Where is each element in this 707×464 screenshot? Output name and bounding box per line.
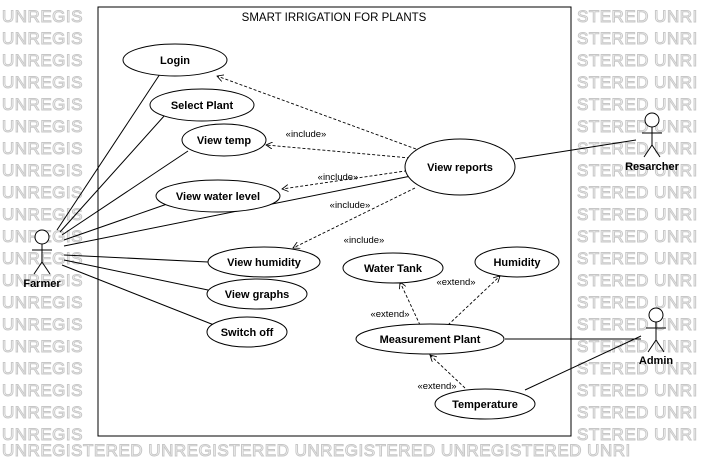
dep-measurement-water-tank: [400, 282, 421, 326]
assoc-farmer-view-humidity: [63, 254, 209, 263]
dep-view-reports-login: [217, 76, 417, 150]
assoc-farmer-view-graphs: [63, 259, 209, 291]
actor-admin-leg-left: [647, 339, 657, 353]
use-case-humidity-label: Humidity: [493, 257, 541, 269]
dep-view-reports-view-water-level: [282, 169, 413, 189]
actor-admin[interactable]: [646, 307, 666, 353]
dep-view-reports-view-humidity: [293, 187, 416, 248]
actor-farmer-label: Farmer: [23, 278, 61, 290]
use-case-view-reports-shape: [404, 138, 516, 196]
use-case-view-graphs[interactable]: View graphs: [206, 278, 308, 310]
use-case-view-water-level[interactable]: View water level: [155, 179, 281, 213]
use-case-login[interactable]: Login: [122, 43, 228, 77]
use-case-measurement-plant[interactable]: Measurement Plant: [355, 323, 505, 355]
actor-farmer-leg-right: [41, 261, 51, 275]
assoc-farmer-view-water-level: [63, 202, 171, 241]
system-boundary: [97, 6, 572, 437]
actor-researcher-leg-left: [643, 144, 653, 158]
use-case-switch-off-label: Switch off: [221, 327, 274, 339]
assoc-farmer-login: [56, 70, 163, 231]
actor-farmer-head: [34, 229, 50, 245]
use-case-select-plant[interactable]: Select Plant: [149, 88, 255, 122]
use-case-switch-off[interactable]: Switch off: [206, 316, 288, 348]
include-label-view-humidity: «include»: [344, 235, 385, 246]
actor-researcher-label: Resarcher: [625, 161, 680, 173]
use-case-view-graphs-shape: [206, 278, 308, 310]
use-case-select-plant-shape: [149, 88, 255, 122]
use-case-water-tank-shape: [342, 252, 444, 284]
use-case-view-humidity-label: View humidity: [227, 257, 302, 269]
actor-admin-head: [648, 307, 664, 323]
assoc-farmer-switch-off: [61, 264, 215, 326]
use-case-measurement-plant-shape: [355, 323, 505, 355]
include-label-view-water-level: «include»: [318, 172, 359, 183]
dependencies: [217, 76, 500, 389]
use-case-login-label: Login: [160, 55, 190, 67]
actor-farmer[interactable]: [32, 229, 52, 275]
use-case-select-plant-label: Select Plant: [171, 100, 234, 112]
actor-researcher-head: [644, 112, 660, 128]
use-case-temperature-label: Temperature: [452, 399, 518, 411]
include-label-view-reports-middle: «include»: [330, 200, 371, 211]
use-case-humidity[interactable]: Humidity: [474, 246, 560, 278]
extend-label-humidity: «extend»: [436, 277, 475, 288]
actor-farmer-leg-left: [33, 261, 43, 275]
use-case-water-tank[interactable]: Water Tank: [342, 252, 444, 284]
extend-label-temperature: «extend»: [417, 381, 456, 392]
actor-researcher[interactable]: [642, 112, 662, 158]
use-case-measurement-plant-label: Measurement Plant: [380, 334, 481, 346]
dep-temperature-measurement: [430, 355, 466, 389]
actor-admin-leg-right: [655, 339, 665, 353]
use-case-temperature-shape: [434, 388, 536, 420]
use-case-temperature[interactable]: Temperature: [434, 388, 536, 420]
assoc-admin-temperature: [524, 335, 642, 391]
use-case-view-temp[interactable]: View temp: [181, 123, 267, 157]
extend-label-water-tank: «extend»: [370, 309, 409, 320]
assoc-farmer-select-plant: [59, 114, 166, 233]
use-case-view-reports[interactable]: View reports: [404, 138, 516, 196]
assoc-farmer-view-temp: [61, 150, 189, 236]
use-case-view-graphs-label: View graphs: [225, 289, 290, 301]
use-case-humidity-shape: [474, 246, 560, 278]
use-case-view-water-level-shape: [155, 179, 281, 213]
system-title: SMART IRRIGATION FOR PLANTS: [242, 12, 427, 24]
use-case-switch-off-shape: [206, 316, 288, 348]
actor-admin-label: Admin: [639, 355, 674, 367]
assoc-researcher-view-reports: [514, 139, 637, 160]
dep-measurement-humidity: [447, 276, 500, 326]
use-case-view-water-level-label: View water level: [176, 191, 260, 203]
actor-researcher-leg-right: [651, 144, 661, 158]
use-case-view-temp-label: View temp: [197, 135, 251, 147]
use-case-login-shape: [122, 43, 228, 77]
use-case-water-tank-label: Water Tank: [364, 263, 423, 275]
include-label-view-temp: «include»: [286, 129, 327, 140]
dep-view-reports-view-temp: [266, 145, 411, 159]
use-case-view-humidity[interactable]: View humidity: [207, 246, 321, 278]
use-case-view-reports-label: View reports: [427, 162, 493, 174]
use-case-view-humidity-shape: [207, 246, 321, 278]
use-case-view-temp-shape: [181, 123, 267, 157]
